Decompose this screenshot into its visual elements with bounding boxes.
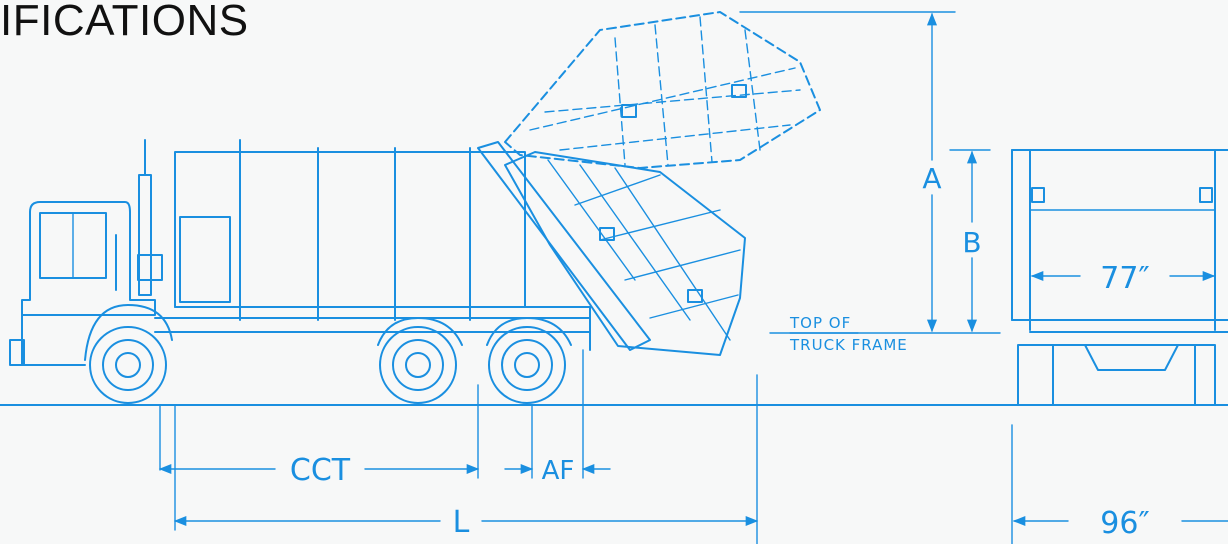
hopper-raised [504, 11, 821, 169]
label-a: A [922, 162, 941, 195]
note-frame-line1: TOP OF [789, 314, 851, 332]
front-wheel [84, 304, 173, 404]
exhaust-stack [138, 174, 152, 296]
note-frame-line2: TRUCK FRAME [789, 336, 908, 354]
truck-body [154, 139, 591, 351]
body-access-door [179, 216, 231, 303]
rear-wheel-2 [486, 317, 572, 404]
dimension-b: B [962, 150, 982, 333]
page-heading: IFICATIONS [0, 0, 249, 45]
dimension-inner-width: 77″ [1030, 261, 1216, 296]
truck-cab [9, 139, 163, 366]
dimension-l: L [173, 505, 759, 540]
dimension-outer-width: 96″ [1012, 506, 1228, 541]
label-b: B [962, 226, 981, 259]
label-l: L [453, 505, 470, 540]
dimension-af: AF [504, 456, 611, 486]
rear-view [1011, 149, 1228, 544]
label-af: AF [542, 456, 575, 486]
label-inner-width: 77″ [1100, 261, 1149, 296]
rear-wheel-1 [377, 317, 463, 404]
dimension-a: A [922, 12, 942, 333]
hopper-lowered [477, 141, 746, 356]
label-cct: CCT [290, 453, 351, 488]
label-outer-width: 96″ [1100, 506, 1149, 541]
dimension-cct: CCT [158, 453, 480, 488]
